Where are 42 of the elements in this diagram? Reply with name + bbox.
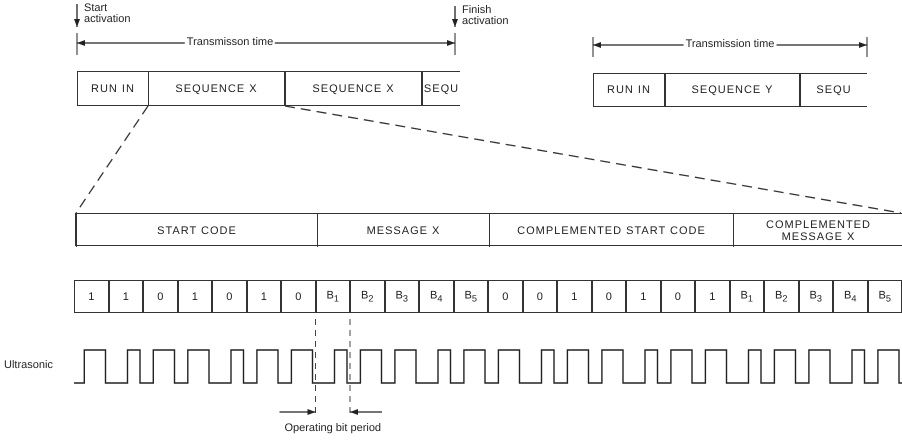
frame-segment: MESSAGE X (317, 214, 489, 247)
bit-cell: 1 (557, 280, 592, 313)
bit-cell: 0 (660, 280, 695, 313)
bit-cell: 1 (246, 280, 281, 313)
bit-cell: 0 (143, 280, 178, 313)
frame-segment: COMPLEMENTED MESSAGE X (733, 214, 902, 247)
frame-row (75, 213, 902, 246)
bit-cell: B$_{2}$ (350, 280, 384, 313)
bit-cell: 1 (74, 280, 108, 313)
dimension-label: Transmisson time (184, 36, 276, 48)
zoom-line (284, 105, 902, 214)
bit-cell: B$_{2}$ (764, 280, 798, 313)
bit-cell: B$_{1}$ (316, 280, 350, 313)
dimension-label: Operating bit period (282, 422, 384, 434)
frame-segment: SEQUENCE X (148, 71, 285, 106)
bit-cell: 0 (488, 280, 522, 313)
frame-segment: SEQU (422, 71, 460, 106)
bit-cell: 1 (695, 280, 730, 313)
bit-cell: B$_{5}$ (868, 280, 902, 313)
bit-cell: 0 (281, 280, 316, 313)
bit-cell: B$_{3}$ (384, 280, 419, 313)
bit-cell: B$_{3}$ (798, 280, 833, 313)
frame-segment: SEQUENCE X (285, 71, 422, 106)
bit-cell: B$_{5}$ (454, 280, 488, 313)
dimension-label: Transmission time (684, 38, 776, 50)
frame-segment: START CODE (76, 214, 317, 247)
bit-cell: 0 (522, 280, 557, 313)
bit-cell: 1 (108, 280, 143, 313)
zoom-line (75, 106, 149, 214)
bit-cell: 1 (626, 280, 660, 313)
frame-segment: SEQU (800, 73, 867, 107)
bit-cell: B$_{4}$ (419, 280, 454, 313)
frame-segment: RUN IN (593, 73, 665, 107)
frame-segment: SEQUENCE Y (665, 73, 800, 107)
signal-label: Ultrasonic (2, 359, 55, 371)
bit-cell: 0 (592, 280, 626, 313)
bit-cell: 0 (212, 280, 246, 313)
frame-segment: COMPLEMENTED START CODE (489, 214, 733, 247)
bit-cell: 1 (178, 280, 212, 313)
bit-cell: B$_{1}$ (730, 280, 764, 313)
bit-cell: B$_{4}$ (833, 280, 868, 313)
frame-segment: RUN IN (77, 71, 149, 106)
